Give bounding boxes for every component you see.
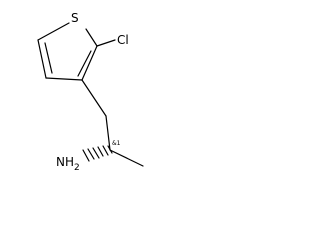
amine-main-label: NH bbox=[56, 155, 74, 169]
bond-ch2-chiral-c bbox=[105, 115, 111, 151]
stereo-descriptor: &1 bbox=[112, 140, 121, 147]
amine-subscript: 2 bbox=[74, 163, 80, 173]
bond-c3-c4 bbox=[45, 77, 83, 81]
bond-c5-s bbox=[37, 22, 70, 41]
bond-c4-c5-inner bbox=[44, 42, 53, 74]
bond-c2-c3-inner bbox=[77, 50, 92, 77]
bond-c3-ch2 bbox=[81, 79, 107, 117]
bond-c2-cl bbox=[96, 39, 116, 47]
sulfur-atom-label: S bbox=[71, 11, 79, 25]
bond-c4-c5 bbox=[37, 39, 47, 79]
hashed-wedge-bond bbox=[82, 145, 113, 162]
molecule-structure-diagram: S Cl NH2 &1 bbox=[37, 11, 144, 173]
bond-c2-c3 bbox=[81, 45, 98, 81]
bond-s-c2 bbox=[85, 28, 98, 47]
bond-chiral-c-methyl bbox=[109, 149, 144, 167]
chlorine-atom-label: Cl bbox=[117, 33, 129, 47]
amine-group-label: NH2 bbox=[56, 155, 80, 173]
